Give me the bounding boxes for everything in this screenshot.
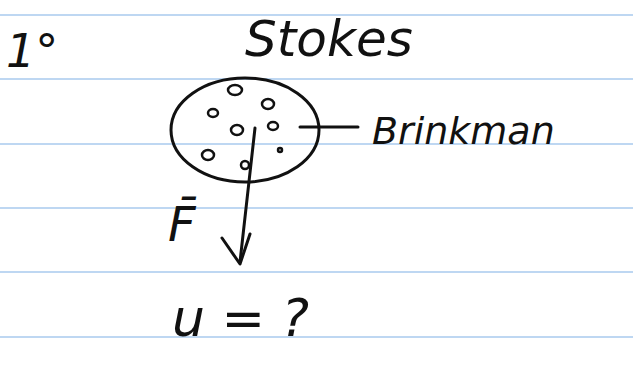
force-label: F̄ [168, 200, 196, 248]
porous-sphere [171, 78, 319, 182]
model-label: Brinkman [372, 112, 555, 150]
unknown-velocity: u = ? [172, 292, 309, 344]
arrow-head [222, 234, 250, 264]
note-title: Stokes [245, 14, 413, 64]
leader-line [300, 126, 358, 129]
pores [202, 85, 282, 169]
ruled-lines [0, 15, 633, 337]
section-number: 1° [6, 28, 58, 74]
